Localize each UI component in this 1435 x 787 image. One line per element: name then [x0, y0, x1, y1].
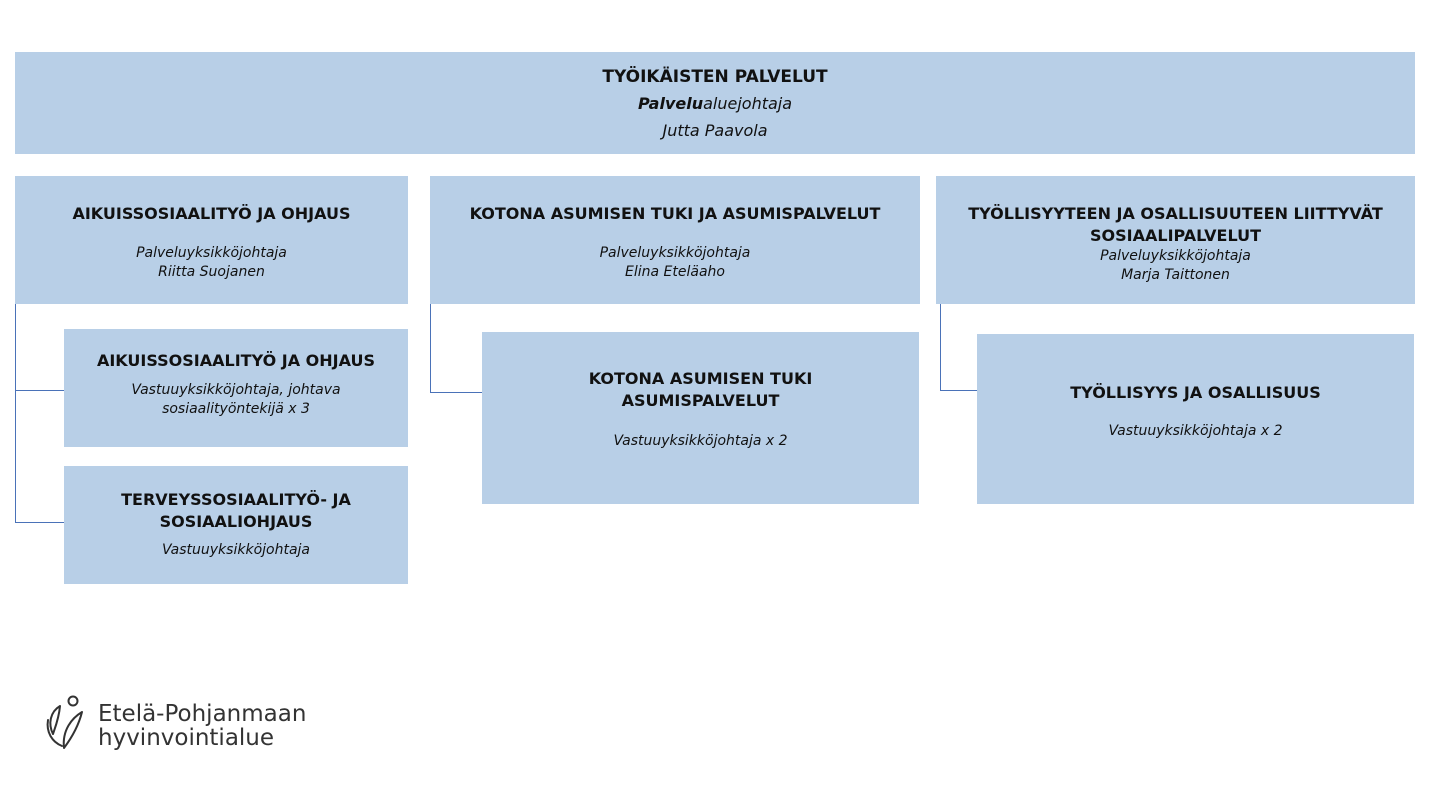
unit-person: Elina Eteläaho: [625, 264, 725, 280]
logo-line-1: Etelä-Pohjanmaan: [98, 701, 307, 727]
connector-vertical-unit3: [940, 304, 941, 391]
top-box: TYÖIKÄISTEN PALVELUT Palvelualuejohtaja …: [15, 52, 1415, 154]
connector-horizontal-subunit1a: [15, 390, 64, 391]
connector-vertical-unit2: [430, 304, 431, 393]
subunit-box-aikuissosiaalityo: AIKUISSOSIAALITYÖ JA OHJAUS Vastuuyksikk…: [64, 329, 408, 447]
subunit-line: Vastuuyksikköjohtaja x 2: [1108, 423, 1283, 439]
unit-title: KOTONA ASUMISEN TUKI JA ASUMISPALVELUT: [469, 204, 881, 223]
subunit-title: KOTONA ASUMISEN TUKI ASUMISPALVELUT: [588, 369, 813, 410]
subunit-box-terveyssosiaalityo: TERVEYSSOSIAALITYÖ- JA SOSIAALIOHJAUS Va…: [64, 466, 408, 584]
subunit-line: Vastuuyksikköjohtaja, johtava: [131, 382, 341, 398]
top-role-bold: Palvelu: [637, 94, 704, 113]
connector-vertical-unit1: [15, 304, 16, 523]
unit-person: Marja Taittonen: [1121, 267, 1230, 283]
subunit-line: Vastuuyksikköjohtaja x 2: [613, 433, 788, 449]
top-title: TYÖIKÄISTEN PALVELUT: [602, 67, 828, 87]
subunit-title: TYÖLLISYYS JA OSALLISUUS: [1070, 383, 1321, 402]
top-person: Jutta Paavola: [662, 121, 768, 140]
logo-line-2: hyvinvointialue: [98, 725, 275, 751]
organization-logo: Etelä-Pohjanmaan hyvinvointialue: [44, 694, 344, 754]
subunit-title: TERVEYSSOSIAALITYÖ- JA SOSIAALIOHJAUS: [121, 490, 351, 531]
subunit-line: Vastuuyksikköjohtaja: [161, 542, 310, 558]
unit-role: Palveluyksikköjohtaja: [136, 245, 287, 261]
unit-title: AIKUISSOSIAALITYÖ JA OHJAUS: [72, 204, 351, 223]
unit-person: Riitta Suojanen: [158, 264, 265, 280]
unit-role: Palveluyksikköjohtaja: [1100, 248, 1251, 264]
top-role: Palvelualuejohtaja: [638, 90, 792, 117]
connector-horizontal-subunit3: [940, 390, 977, 391]
unit-role: Palveluyksikköjohtaja: [599, 245, 751, 261]
subunit-box-kotona-asumisen-tuki: KOTONA ASUMISEN TUKI ASUMISPALVELUT Vast…: [482, 332, 919, 504]
connector-horizontal-subunit2: [430, 392, 482, 393]
logo-text: Etelä-Pohjanmaan hyvinvointialue: [98, 702, 306, 750]
unit-box-tyollisyyteen: TYÖLLISYYTEEN JA OSALLISUUTEEN LIITTYVÄT…: [936, 176, 1415, 304]
connector-horizontal-subunit1b: [15, 522, 64, 523]
unit-box-aikuissosiaalityo: AIKUISSOSIAALITYÖ JA OHJAUS Palveluyksik…: [15, 176, 408, 304]
unit-title: TYÖLLISYYTEEN JA OSALLISUUTEEN LIITTYVÄT…: [968, 204, 1383, 245]
unit-box-kotona-asumisen-tuki: KOTONA ASUMISEN TUKI JA ASUMISPALVELUT P…: [430, 176, 920, 304]
subunit-box-tyollisyys: TYÖLLISYYS JA OSALLISUUS Vastuuyksikköjo…: [977, 334, 1414, 504]
leaf-person-icon: [46, 695, 83, 749]
subunit-title: AIKUISSOSIAALITYÖ JA OHJAUS: [96, 351, 376, 370]
top-role-rest: aluejohtaja: [703, 94, 793, 113]
subunit-line: sosiaalityöntekijä x 3: [162, 401, 310, 417]
